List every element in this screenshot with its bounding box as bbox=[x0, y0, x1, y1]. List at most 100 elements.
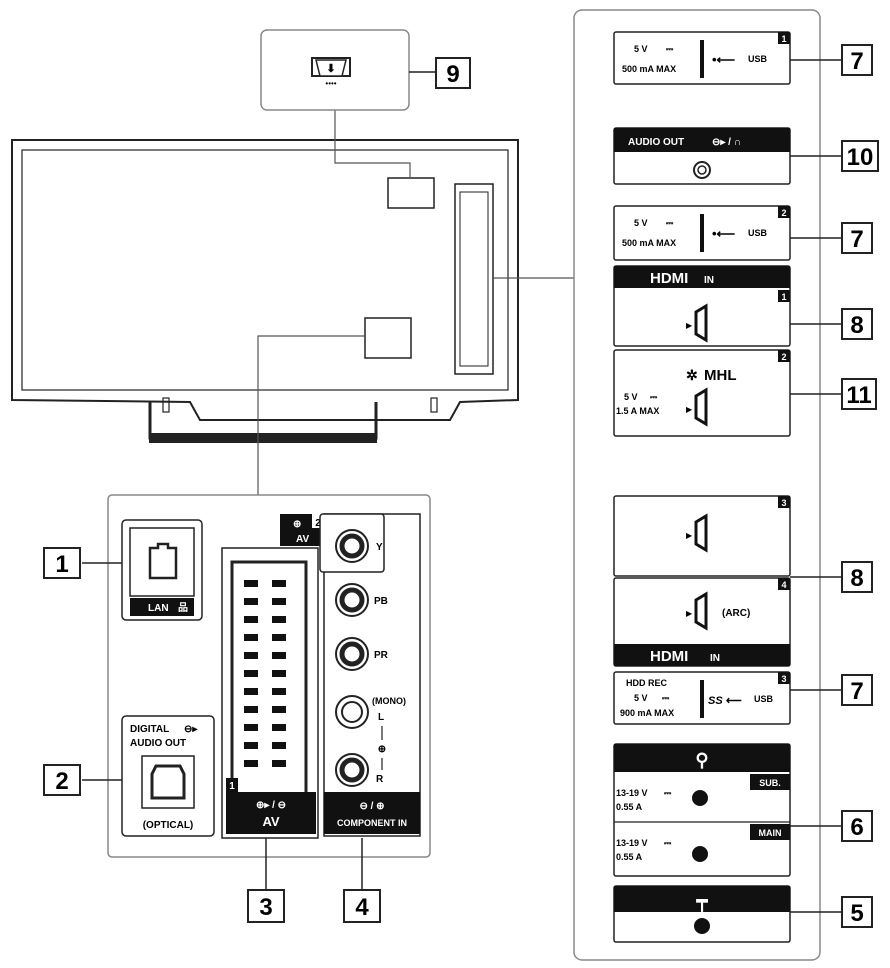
hdmi-logo-bottom: HDMI bbox=[650, 648, 688, 665]
av-input-icon: ⊕ bbox=[293, 519, 301, 530]
usb2-voltage: 5 V bbox=[634, 218, 648, 228]
callout-5-label: 5 bbox=[850, 900, 863, 927]
callout-7c-label: 7 bbox=[850, 678, 863, 705]
usb2-current: 500 mA MAX bbox=[622, 238, 676, 248]
network-icon: 品 bbox=[178, 602, 188, 614]
callout-7b-label: 7 bbox=[850, 226, 863, 253]
hdmi4-number: 4 bbox=[781, 580, 786, 590]
usb3-current: 900 mA MAX bbox=[620, 708, 674, 718]
satellite-dish-icon: ⚲ bbox=[695, 750, 708, 770]
lan-label: LAN bbox=[148, 603, 169, 614]
callout-3-label: 3 bbox=[259, 894, 272, 921]
component-io-icon: ⊖ / ⊕ bbox=[359, 801, 384, 812]
antenna-icon: ┯ bbox=[696, 891, 709, 912]
callout-5 bbox=[841, 896, 873, 928]
svg-text:••••: •••• bbox=[325, 79, 336, 88]
satellite-port: ⚲ SUB. 13-19 V ⎓ 0.55 A MAIN 13-19 V ⎓ 0… bbox=[613, 743, 791, 877]
mono-label: (MONO) bbox=[372, 696, 406, 706]
usb-port-2: 2 5 V ⎓ 500 mA MAX •⟵ USB bbox=[613, 205, 791, 261]
usb2-number: 2 bbox=[781, 208, 786, 218]
mhl-logo-icon: ✲ bbox=[686, 367, 698, 383]
lan-port: LAN 品 bbox=[121, 519, 203, 621]
optical-title-2: AUDIO OUT bbox=[130, 738, 186, 749]
callout-11-label: 11 bbox=[846, 382, 871, 409]
vesa-panel: ⬇ •••• 9 bbox=[260, 29, 471, 111]
arrow-down-icon: ⬇ bbox=[326, 63, 335, 75]
callout-2-label: 2 bbox=[55, 768, 68, 795]
antenna-port: ┯ bbox=[613, 885, 791, 943]
mhl-voltage: 5 V bbox=[624, 392, 638, 402]
optical-port: DIGITAL ⊖▸ AUDIO OUT (OPTICAL) bbox=[121, 715, 215, 837]
usb2-label: USB bbox=[748, 228, 768, 238]
callout-1-label: 1 bbox=[55, 551, 68, 578]
mhl-number: 2 bbox=[781, 352, 786, 362]
callout-1 bbox=[43, 547, 81, 579]
headphone-icon: ⊖▸ / ∩ bbox=[712, 137, 741, 148]
hdmi-logo-top: HDMI bbox=[650, 270, 688, 287]
callout-10-label: 10 bbox=[847, 144, 874, 171]
callout-4-label: 4 bbox=[355, 894, 369, 921]
callout-8-hdmi1 bbox=[841, 308, 873, 340]
dc-symbol-icon: ⎓ bbox=[664, 788, 672, 798]
callout-7-usb3 bbox=[841, 674, 873, 706]
superspeed-icon: SS bbox=[708, 695, 723, 707]
callout-7-usb1 bbox=[841, 44, 873, 76]
pb-label: PB bbox=[374, 596, 388, 607]
sat-sub-tag: SUB. bbox=[759, 778, 781, 788]
arrow-right-icon: ▶ bbox=[686, 609, 693, 618]
sat-main-voltage: 13-19 V bbox=[616, 838, 648, 848]
mhl-current: 1.5 A MAX bbox=[616, 406, 659, 416]
hdmi-port-3: 3 ▶ bbox=[613, 495, 791, 577]
dc-symbol-icon: ⎓ bbox=[666, 44, 674, 54]
dc-symbol-icon: ⎓ bbox=[664, 838, 672, 848]
callout-10 bbox=[841, 140, 879, 172]
dc-symbol-icon: ⎓ bbox=[662, 693, 670, 703]
audio-input-icon: ⊕ bbox=[378, 744, 386, 755]
callout-7-usb2 bbox=[841, 222, 873, 254]
y-label: Y bbox=[376, 542, 383, 553]
callout-6 bbox=[841, 810, 873, 842]
usb-port-1: 1 5 V ⎓ 500 mA MAX •⟵ USB bbox=[613, 31, 791, 85]
l-label: L bbox=[378, 712, 384, 723]
r-label: R bbox=[376, 774, 384, 785]
mhl-port: 2 ✲ MHL 5 V ⎓ 1.5 A MAX ▶ bbox=[613, 349, 791, 437]
callout-6-label: 6 bbox=[850, 814, 863, 841]
arrow-right-icon: ▶ bbox=[686, 531, 693, 540]
audio-out-port: AUDIO OUT ⊖▸ / ∩ bbox=[613, 127, 791, 185]
scart-io-icon: ⊕▸ / ⊖ bbox=[256, 800, 286, 811]
callout-9-label: 9 bbox=[446, 61, 459, 88]
callout-8-hdmi34 bbox=[841, 561, 873, 593]
hdmi-port-1: HDMI IN 1 ▶ bbox=[613, 265, 791, 347]
dc-symbol-icon: ⎓ bbox=[666, 218, 674, 228]
scart-number: 1 bbox=[229, 781, 235, 792]
optical-caption: (OPTICAL) bbox=[143, 820, 194, 831]
sat-sub-voltage: 13-19 V bbox=[616, 788, 648, 798]
arc-label: (ARC) bbox=[722, 608, 750, 619]
sat-main-current: 0.55 A bbox=[616, 852, 643, 862]
tv-rear-body bbox=[11, 139, 519, 443]
usb-icon: •⟵ bbox=[712, 52, 736, 67]
dc-symbol-icon: ⎓ bbox=[650, 392, 658, 402]
sat-main-tag: MAIN bbox=[759, 828, 782, 838]
optical-title-1: DIGITAL bbox=[130, 724, 169, 735]
usb-port-3: 3 HDD REC 5 V ⎓ 900 mA MAX SS ⟵ USB bbox=[613, 671, 791, 725]
callout-4 bbox=[343, 889, 381, 923]
scart-port: 1 ⊕▸ / ⊖ AV bbox=[221, 547, 319, 839]
usb3-number: 3 bbox=[781, 674, 786, 684]
usb1-number: 1 bbox=[781, 34, 786, 44]
scart-label: AV bbox=[262, 814, 279, 829]
arrow-right-icon: ▶ bbox=[686, 405, 693, 414]
hdmi3-number: 3 bbox=[781, 498, 786, 508]
av2-label: AV bbox=[296, 534, 309, 545]
callout-2 bbox=[43, 764, 81, 796]
mhl-logo: MHL bbox=[704, 367, 737, 384]
output-arrow-icon: ⊖▸ bbox=[184, 724, 198, 735]
callout-11 bbox=[841, 378, 877, 410]
callout-3 bbox=[247, 889, 285, 923]
av-badge: 2 bbox=[315, 518, 321, 529]
usb1-label: USB bbox=[748, 54, 768, 64]
arrow-right-icon: ▶ bbox=[686, 321, 693, 330]
callout-8a-label: 8 bbox=[850, 312, 863, 339]
component-label: COMPONENT IN bbox=[337, 818, 407, 828]
